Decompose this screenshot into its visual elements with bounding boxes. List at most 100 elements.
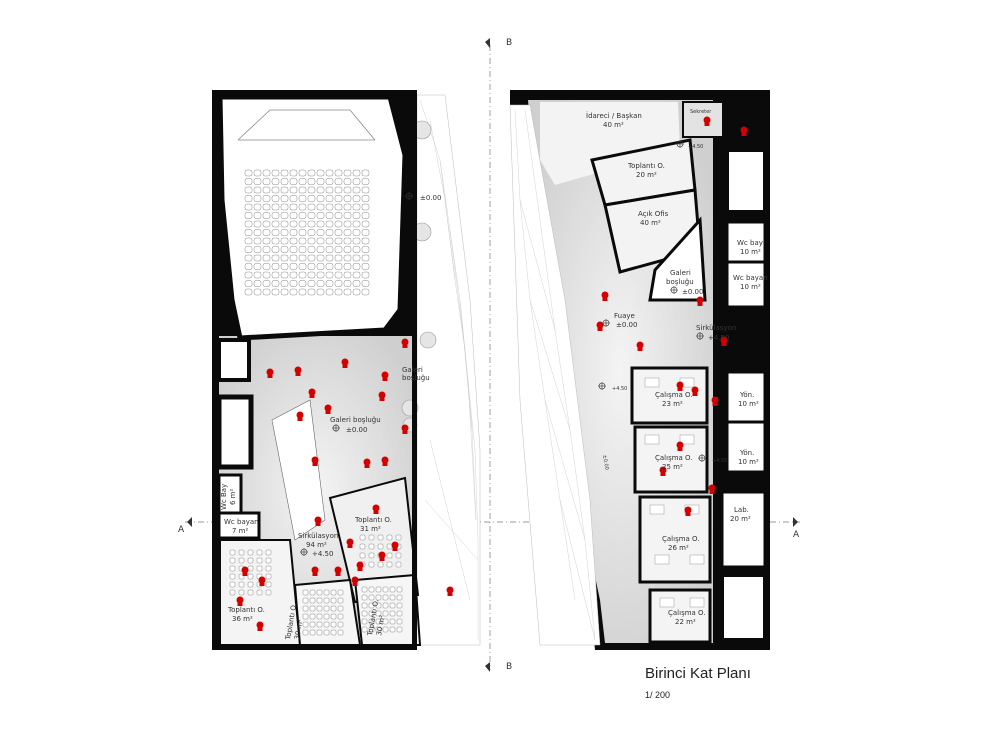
- person-figure-body: [379, 557, 385, 561]
- desk: [644, 377, 660, 388]
- auditorium-seat: [271, 203, 280, 211]
- auditorium-seat: [253, 246, 262, 253]
- person-figure-body: [335, 572, 341, 576]
- auditorium-seat: [361, 178, 370, 185]
- meeting-chair: [377, 534, 384, 541]
- auditorium-seat: [307, 271, 316, 279]
- auditorium-seat: [244, 254, 253, 262]
- person-figure-body: [704, 122, 710, 126]
- label-galeri-small-1: Galeri: [402, 366, 423, 374]
- person-figure-body: [721, 342, 727, 346]
- auditorium-seat: [262, 186, 271, 194]
- meeting-chair: [330, 629, 337, 636]
- auditorium-seat: [298, 254, 307, 262]
- auditorium-seat: [334, 237, 343, 245]
- auditorium-seat: [244, 229, 253, 236]
- auditorium-seat: [361, 229, 370, 236]
- auditorium-seat: [307, 220, 316, 228]
- meeting-chair: [302, 589, 309, 596]
- auditorium-seat: [289, 220, 298, 228]
- auditorium-seat: [289, 254, 298, 262]
- person-figure-body: [259, 582, 265, 586]
- auditorium-seat: [361, 212, 370, 219]
- auditorium-seat: [307, 203, 316, 211]
- auditorium-seat: [244, 186, 253, 194]
- wc-bayan-room: [217, 511, 261, 540]
- person-figure: [256, 621, 264, 629]
- area-lab: 20 m²: [730, 515, 751, 523]
- meeting-chair: [389, 602, 396, 609]
- label-wc-bayan-right: Wc bayan: [733, 274, 768, 282]
- auditorium-seat: [307, 288, 316, 296]
- auditorium-seat: [316, 229, 325, 236]
- person-figure: [236, 596, 244, 604]
- meeting-chair: [265, 589, 272, 596]
- auditorium-seat: [253, 220, 262, 228]
- level-sirkulasyon-right: +4.50: [708, 334, 729, 342]
- auditorium-seat: [280, 271, 289, 279]
- auditorium-seat: [298, 169, 307, 177]
- meeting-chair: [256, 549, 263, 556]
- auditorium-seat: [289, 280, 298, 287]
- left-ramp-landscape: [416, 94, 481, 646]
- auditorium-seat: [352, 212, 361, 219]
- auditorium-seat: [325, 288, 334, 296]
- section-b-bottom-label: B: [506, 662, 513, 672]
- desk: [649, 504, 665, 515]
- auditorium-seat: [244, 263, 253, 270]
- person-figure-body: [637, 347, 643, 351]
- person-figure: [401, 338, 409, 346]
- person-figure-body: [297, 417, 303, 421]
- person-figure: [311, 566, 319, 574]
- auditorium-seat: [343, 263, 352, 270]
- person-figure: [676, 381, 684, 389]
- area-yon-1: 10 m²: [738, 400, 759, 408]
- meeting-chair: [368, 561, 375, 568]
- person-figure-body: [295, 372, 301, 376]
- auditorium-seat: [343, 203, 352, 211]
- person-figure-body: [382, 377, 388, 381]
- meeting-chair: [382, 610, 389, 617]
- meeting-chair: [377, 561, 384, 568]
- right-ramp-mesh: [514, 109, 596, 641]
- person-figure-body: [312, 572, 318, 576]
- meeting-chair: [396, 594, 403, 601]
- person-figure: [381, 371, 389, 379]
- label-idareci: İdareci / Başkan: [586, 111, 642, 120]
- auditorium-seat: [253, 212, 262, 219]
- auditorium-seat: [298, 271, 307, 279]
- auditorium-seat: [316, 254, 325, 262]
- person-figure-body: [402, 430, 408, 434]
- meeting-chair: [229, 565, 236, 572]
- auditorium-seat: [253, 263, 262, 270]
- auditorium-seat: [298, 288, 307, 296]
- auditorium-seat: [343, 178, 352, 185]
- desk: [689, 554, 705, 565]
- auditorium-seat: [244, 220, 253, 228]
- person-figure: [401, 424, 409, 432]
- meeting-chair: [316, 589, 323, 596]
- person-figure-body: [373, 510, 379, 514]
- area-toplanti-30a: 30 m²: [293, 618, 305, 640]
- meeting-chair: [229, 581, 236, 588]
- person-figure-body: [309, 394, 315, 398]
- auditorium-seat: [262, 220, 271, 228]
- meeting-chair: [375, 618, 382, 625]
- auditorium-seat: [361, 169, 370, 177]
- meeting-chair: [309, 597, 316, 604]
- auditorium-seat: [280, 246, 289, 253]
- meeting-chair: [337, 589, 344, 596]
- auditorium-seat: [307, 169, 316, 177]
- auditorium-seat: [280, 195, 289, 202]
- person-figure-body: [677, 387, 683, 391]
- auditorium-seat: [253, 229, 262, 236]
- auditorium-seat: [352, 271, 361, 279]
- auditorium-seat: [325, 263, 334, 270]
- auditorium-seat: [271, 195, 280, 202]
- auditorium-seat: [316, 169, 325, 177]
- toplanti-30b-room: [353, 573, 422, 646]
- auditorium-seat: [343, 246, 352, 253]
- meeting-chair: [396, 602, 403, 609]
- label-toplanti-20: Toplantı O.: [627, 162, 665, 170]
- label-wc-bayan-left: Wc bayan: [224, 518, 259, 526]
